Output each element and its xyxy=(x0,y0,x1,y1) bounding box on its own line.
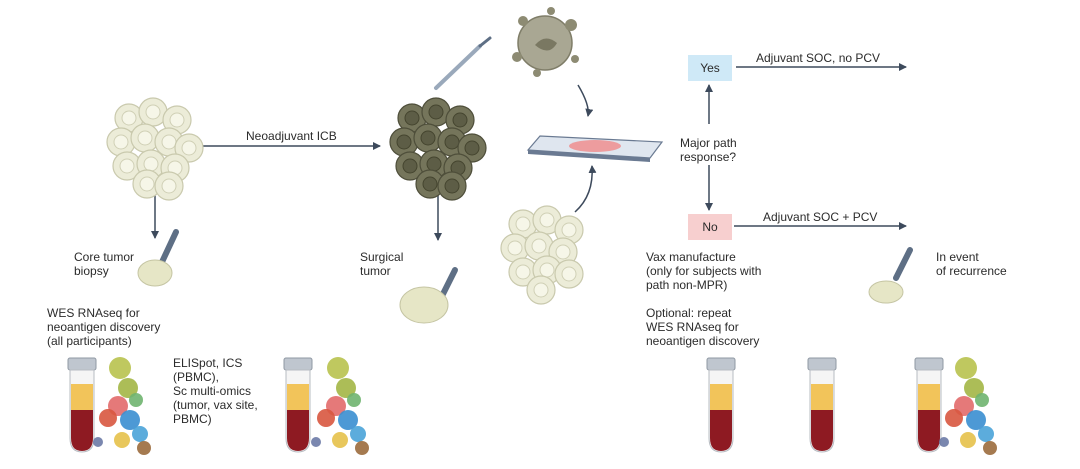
elispot-label-1: ELISpot, ICS xyxy=(173,356,243,370)
elispot-label-3: Sc multi-omics xyxy=(173,384,252,398)
vax-label-3: path non-MPR) xyxy=(646,278,728,292)
elispot-label-2: (PBMC), xyxy=(173,370,219,384)
optional-label-1: Optional: repeat xyxy=(646,306,732,320)
elispot-label-4: (tumor, vax site, xyxy=(173,398,258,412)
tumor-cluster-icon xyxy=(500,205,584,305)
core-biopsy-label-2: biopsy xyxy=(74,264,109,278)
single-cell-map-icon xyxy=(939,357,997,455)
single-cell-map-icon xyxy=(93,357,151,455)
arrows xyxy=(151,63,907,241)
adjuvant-no-pcv-label: Adjuvant SOC, no PCV xyxy=(756,51,881,65)
blood-tube-icon xyxy=(283,357,313,453)
surgical-label-2: tumor xyxy=(360,264,391,278)
no-box: No xyxy=(688,214,732,240)
single-cell-map-icon xyxy=(311,357,369,455)
core-biopsy-label-1: Core tumor xyxy=(74,250,135,264)
blood-tube-icon xyxy=(706,357,736,453)
adjuvant-pcv-label: Adjuvant SOC + PCV xyxy=(763,210,878,224)
elispot-label-5: PBMC) xyxy=(173,412,212,426)
neoadjuvant-icb-label: Neoadjuvant ICB xyxy=(246,129,337,143)
surgical-label-1: Surgical xyxy=(360,250,404,264)
dying-cell-icon xyxy=(512,7,579,77)
tumor-cluster-icon xyxy=(389,97,487,201)
wes-label-3: (all participants) xyxy=(47,334,132,348)
biopsy-needle-icon xyxy=(868,247,913,304)
wes-label-2: neoantigen discovery xyxy=(47,320,161,334)
biopsy-needle-icon xyxy=(137,229,179,287)
blood-tube-icon xyxy=(67,357,97,453)
wes-label-1: WES RNAseq for xyxy=(47,306,140,320)
biopsy-needle-icon xyxy=(399,267,458,324)
scalpel-icon xyxy=(434,36,492,90)
optional-label-3: neoantigen discovery xyxy=(646,334,760,348)
optional-label-2: WES RNAseq for xyxy=(646,320,739,334)
blood-tube-icon xyxy=(914,357,944,453)
vax-label-2: (only for subjects with xyxy=(646,264,762,278)
vax-label-1: Vax manufacture xyxy=(646,250,736,264)
mpr-question-1: Major path xyxy=(680,136,737,150)
tumor-cluster-icon xyxy=(106,97,204,201)
recurrence-label-2: of recurrence xyxy=(936,264,1007,278)
microscope-slide-icon xyxy=(526,135,664,162)
yes-box: Yes xyxy=(688,55,732,81)
blood-tube-icon xyxy=(807,357,837,453)
mpr-question-2: response? xyxy=(680,150,737,164)
recurrence-label-1: In event xyxy=(936,250,979,264)
